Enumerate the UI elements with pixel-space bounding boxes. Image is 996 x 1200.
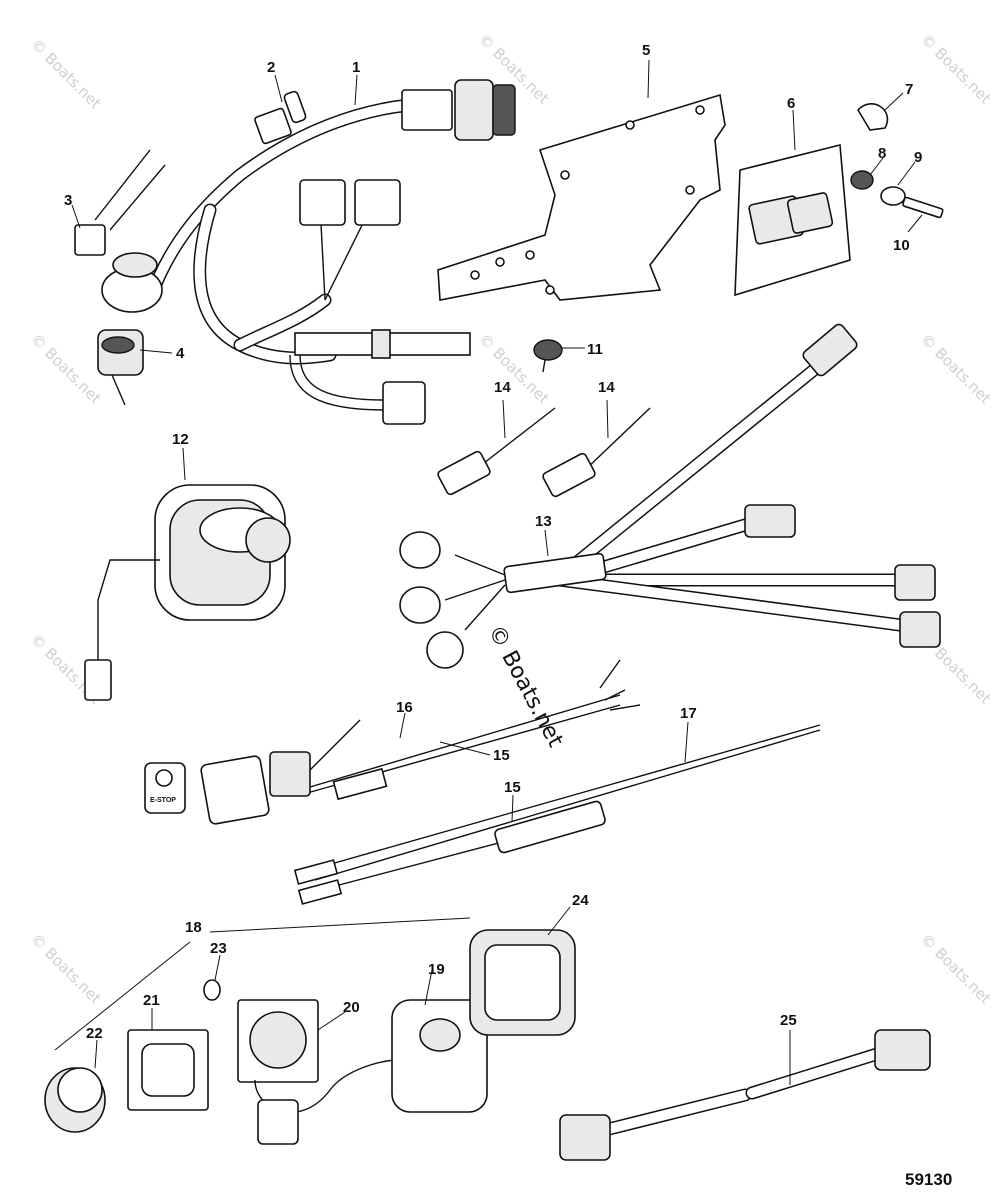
watermark: © Boats.net [27,930,105,1008]
callout-13: 13 [535,513,552,530]
callout-23: 23 [210,940,227,957]
part-control-module [734,143,851,297]
callout-6: 6 [787,95,795,112]
callout-1: 1 [352,59,360,76]
watermark: © Boats.net [27,35,105,113]
callout-14a: 14 [494,379,511,396]
callout-17: 17 [680,705,697,722]
callout-7: 7 [905,81,913,98]
figure-number: 59130 [905,1170,952,1189]
callout-21: 21 [143,992,160,1009]
part-stop-switch-harness: E-STOP [144,659,641,825]
callout-4: 4 [176,345,185,362]
part-cable-clip [533,339,563,373]
watermark: © Boats.net [27,330,105,408]
part-helm-kit [44,917,576,1145]
part-joystick [84,484,291,701]
callout-15b: 15 [504,779,521,796]
callout-22: 22 [86,1025,103,1042]
callout-5: 5 [642,42,650,59]
callout-3: 3 [64,192,72,209]
callout-15a: 15 [493,747,510,764]
part-hardware-set [850,103,944,219]
callout-18: 18 [185,919,202,936]
watermark: © Boats.net [917,930,995,1008]
watermark: © Boats.net [917,330,995,408]
callout-25: 25 [780,1012,797,1029]
watermark: © Boats.net [917,30,995,108]
part-extension-harness [559,1029,931,1161]
callout-24: 24 [572,892,589,909]
callout-layer: 1 2 3 4 5 6 7 8 9 10 11 12 13 14 14 15 1… [64,42,923,1085]
part-gland-connector [97,329,144,406]
part-mounting-bracket [437,93,726,301]
part-wiring-harness [74,79,516,425]
callout-19: 19 [428,961,445,978]
callout-16: 16 [396,699,413,716]
callout-14b: 14 [598,379,615,396]
callout-2: 2 [267,59,275,76]
callout-10: 10 [893,237,910,254]
part-inline-fuse-harness [293,724,821,905]
callout-8: 8 [878,145,886,162]
part-jumper-connector [437,407,651,498]
callout-20: 20 [343,999,360,1016]
callout-12: 12 [172,431,189,448]
callout-11: 11 [587,341,603,358]
stop-switch-label: E-STOP [150,797,176,804]
part-branch-harness [399,323,941,669]
callout-9: 9 [914,149,922,166]
